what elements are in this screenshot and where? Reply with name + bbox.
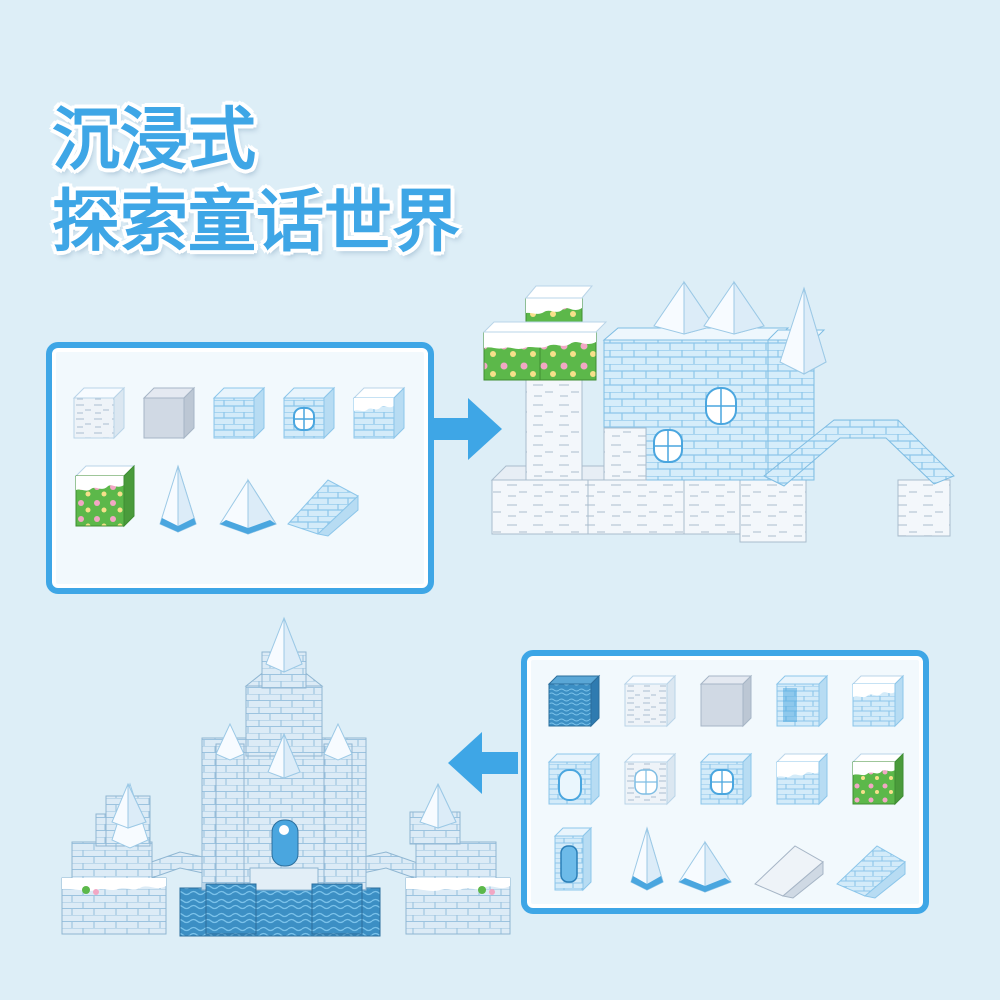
tall-spire-piece <box>159 464 197 533</box>
pieces-grid-top <box>72 386 406 537</box>
headline-line-2: 探索童话世界 <box>52 183 461 262</box>
brick-ramp-piece-2 <box>836 845 906 899</box>
top-pyramids <box>653 280 765 335</box>
ice-brick-block-piece-2 <box>775 674 829 728</box>
ice-brick-block-piece <box>212 386 266 440</box>
ramp-bridge <box>763 419 955 487</box>
stone-block-piece <box>142 386 196 440</box>
brick-ramp-piece <box>287 479 359 537</box>
large-ice-castle-model <box>61 616 511 937</box>
snow-ramp-piece <box>754 845 824 899</box>
snow-cap-block-piece-3 <box>775 752 829 806</box>
flower-grass-block-piece <box>74 464 136 528</box>
headline: 沉浸式 探索童话世界 <box>52 100 460 264</box>
snow-cap-block-piece-2 <box>851 674 905 728</box>
snow-block-piece-2 <box>623 674 677 728</box>
short-pyramid-piece-2 <box>678 840 732 893</box>
window-block-piece <box>282 386 336 440</box>
castle-door-icon <box>271 819 299 867</box>
left-wing <box>61 782 167 935</box>
right-wing <box>405 782 511 935</box>
small-ice-castle-model <box>482 280 955 543</box>
castle-base <box>490 465 951 543</box>
flower-grass-block-piece-2 <box>851 752 905 806</box>
snow-block-piece <box>72 386 126 440</box>
arrow-right-icon <box>432 398 502 460</box>
snow-cap-block-piece <box>352 386 406 440</box>
pieces-panel-top <box>46 342 434 594</box>
stone-block-piece-2 <box>699 674 753 728</box>
tall-spire-piece-2 <box>630 826 664 891</box>
lattice-window-block-piece <box>623 752 677 806</box>
pieces-grid-bottom <box>547 674 906 899</box>
window-block-piece-2 <box>699 752 753 806</box>
main-castle-body <box>201 616 367 935</box>
door-block-piece <box>553 826 593 892</box>
pieces-panel-bottom <box>521 650 929 914</box>
central-ice-wall <box>602 327 790 481</box>
left-pillar <box>482 285 608 481</box>
short-pyramid-piece <box>219 478 277 535</box>
arrow-left-icon <box>448 732 518 794</box>
headline-line-1: 沉浸式 <box>52 101 257 180</box>
water-block-piece <box>547 674 601 728</box>
arch-window-block-piece <box>547 752 601 806</box>
